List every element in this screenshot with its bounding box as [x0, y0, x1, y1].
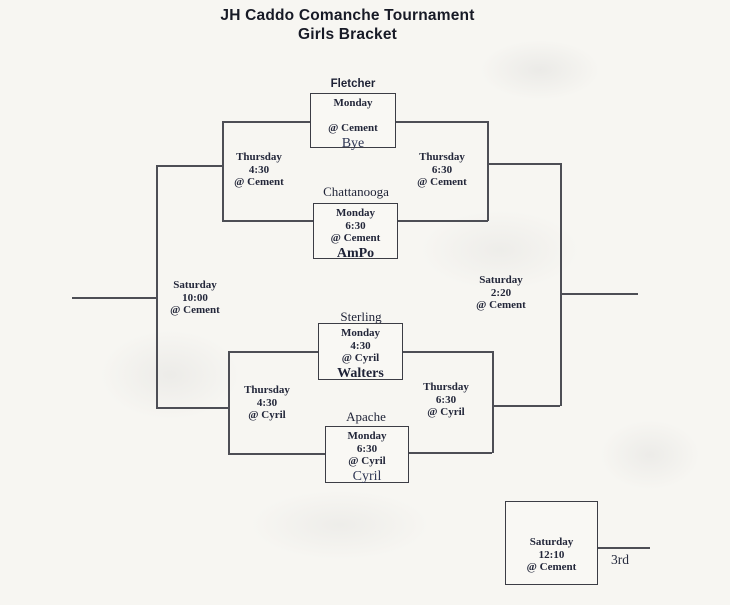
slot-venue: @ Cement — [170, 304, 220, 316]
game-time: 12:10 — [538, 548, 565, 561]
line-sterling-left — [228, 351, 318, 353]
line-semi-left-bottom-vertical — [228, 351, 230, 454]
line-chattanooga-left — [222, 220, 314, 222]
scan-smudge — [480, 40, 600, 100]
slot-venue: @ Cyril — [427, 406, 465, 418]
line-apache-right — [408, 452, 492, 454]
slot-final-right: Saturday 2:20 @ Cement — [446, 274, 556, 312]
line-to-final-right-top — [487, 163, 561, 165]
game-day: Monday — [333, 97, 373, 109]
game-time: 4:30 — [350, 339, 371, 352]
slot-time: 6:30 — [435, 393, 457, 406]
third-place-label: 3rd — [611, 552, 629, 567]
game-day: Monday — [335, 207, 376, 219]
line-final-left-vertical — [156, 165, 158, 408]
game-day: Monday — [347, 430, 387, 442]
slot-time: 4:30 — [248, 163, 270, 176]
game-venue: @ Cyril — [341, 352, 380, 364]
line-to-final-left-bottom — [156, 407, 228, 409]
slot-time: 4:30 — [256, 396, 278, 409]
slot-venue: @ Cement — [417, 176, 467, 188]
slot-day: Thursday — [244, 384, 290, 396]
slot-day: Saturday — [173, 279, 217, 291]
game-box-apache: Monday 6:30 @ Cyril Cyril — [325, 426, 409, 484]
slot-final-left: Saturday 10:00 @ Cement — [140, 279, 250, 317]
line-chattanooga-right — [398, 220, 488, 222]
slot-venue: @ Cement — [234, 176, 284, 188]
game-venue: @ Cement — [526, 561, 577, 573]
line-final-right-vertical — [560, 163, 562, 406]
title-line-2: Girls Bracket — [297, 26, 398, 43]
line-fletcher-right — [396, 121, 488, 123]
game-day: Saturday — [529, 536, 574, 548]
slot-venue: @ Cyril — [248, 409, 286, 421]
game-box-fletcher: Monday @ Cement Bye — [310, 93, 396, 151]
team-name-bye: Bye — [341, 135, 365, 151]
line-third-place-stub — [598, 547, 650, 549]
team-label-apache: Apache — [346, 409, 386, 424]
line-to-final-right-bottom — [492, 405, 560, 407]
slot-semifinal-left-top: Thursday 4:30 @ Cement — [204, 151, 314, 189]
game-time: 6:30 — [345, 219, 366, 232]
slot-day: Saturday — [479, 274, 523, 286]
line-semi-left-top-vertical — [222, 121, 224, 222]
team-label-chattanooga: Chattanooga — [323, 184, 389, 199]
game-venue: @ Cement — [328, 122, 378, 134]
slot-venue: @ Cement — [476, 299, 526, 311]
line-apache-left — [228, 453, 325, 455]
scan-smudge — [250, 490, 430, 560]
team-name-cyril: Cyril — [352, 468, 382, 484]
team-label-fletcher: Fletcher — [330, 78, 376, 90]
slot-time: 6:30 — [431, 163, 453, 176]
team-name-ampo: AmPo — [336, 245, 375, 261]
line-to-final-left-top — [156, 165, 223, 167]
line-champion-left-stub — [72, 297, 156, 299]
line-sterling-right — [403, 351, 492, 353]
title-line-1: JH Caddo Comanche Tournament — [220, 7, 475, 24]
slot-semifinal-right-top: Thursday 6:30 @ Cement — [387, 151, 497, 189]
line-semi-right-top-vertical — [487, 121, 489, 221]
team-name-walters: Walters — [337, 365, 384, 381]
scan-smudge — [600, 420, 700, 490]
slot-time: 10:00 — [182, 291, 208, 304]
slot-day: Thursday — [419, 151, 465, 163]
game-venue: @ Cement — [330, 232, 381, 244]
slot-time: 2:20 — [490, 286, 512, 299]
slot-semifinal-right-bottom: Thursday 6:30 @ Cyril — [391, 381, 501, 419]
game-box-third-place: Saturday 12:10 @ Cement — [505, 501, 598, 585]
game-time: 6:30 — [356, 442, 378, 455]
slot-semifinal-left-bottom: Thursday 4:30 @ Cyril — [212, 384, 322, 422]
page-title: JH Caddo Comanche Tournament Girls Brack… — [160, 6, 535, 44]
game-venue: @ Cyril — [348, 455, 386, 467]
line-semi-right-bottom-vertical — [492, 351, 494, 453]
game-day: Monday — [340, 327, 381, 339]
team-label-sterling: Sterling — [340, 309, 382, 324]
line-fletcher-left — [222, 121, 311, 123]
slot-day: Thursday — [236, 151, 282, 163]
line-champion-right-stub — [560, 293, 638, 295]
slot-day: Thursday — [423, 381, 469, 393]
game-box-sterling: Monday 4:30 @ Cyril Walters — [318, 323, 403, 381]
game-box-chattanooga: Monday 6:30 @ Cement AmPo — [313, 203, 398, 261]
